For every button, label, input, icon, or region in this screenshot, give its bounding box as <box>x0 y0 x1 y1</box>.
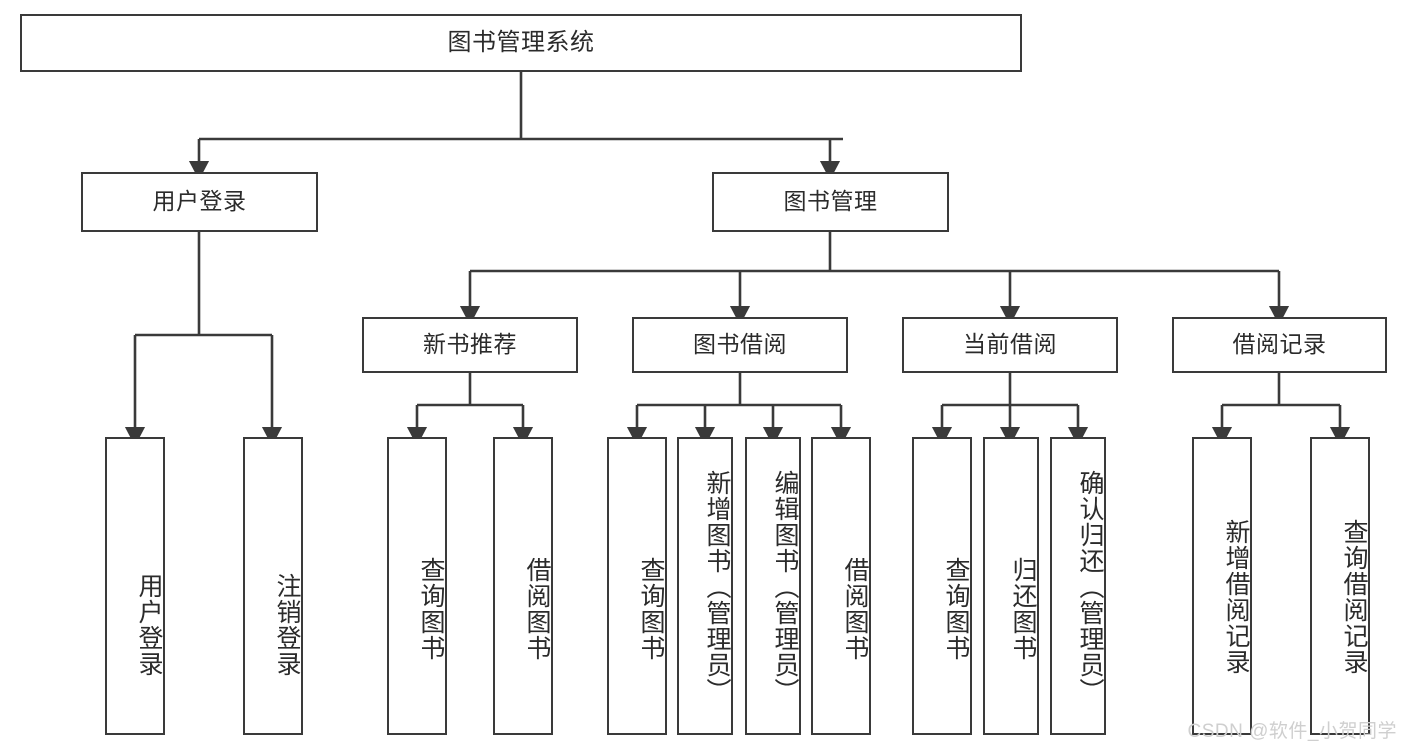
csdn-watermark: CSDN @软件_小贺同学 <box>1187 721 1397 742</box>
edges-bookborrow-to-leaves <box>626 373 852 447</box>
edges-root-to-level2 <box>188 72 843 181</box>
leaf-borrow-book-borrow[interactable]: 借阅图书 <box>811 437 871 735</box>
leaf-user-logout[interactable]: 注销登录 <box>243 437 303 735</box>
leaf-borrow-book-new[interactable]: 借阅图书 <box>493 437 553 735</box>
leaf-confirm-return-admin[interactable]: 确认归还（管理员） <box>1050 437 1106 735</box>
node-user-login[interactable]: 用户登录 <box>81 172 318 232</box>
leaf-return-book[interactable]: 归还图书 <box>983 437 1039 735</box>
leaf-query-book-borrow[interactable]: 查询图书 <box>607 437 667 735</box>
edges-currentborrow-to-leaves <box>931 373 1089 447</box>
node-book-manage[interactable]: 图书管理 <box>712 172 949 232</box>
edges-bookmanage-to-level3 <box>459 232 1290 326</box>
leaf-query-borrow-record[interactable]: 查询借阅记录 <box>1310 437 1370 735</box>
edges-borrowrecord-to-leaves <box>1211 373 1351 447</box>
leaf-query-book-new[interactable]: 查询图书 <box>387 437 447 735</box>
node-new-book-recommend[interactable]: 新书推荐 <box>362 317 578 373</box>
leaf-query-book-current[interactable]: 查询图书 <box>912 437 972 735</box>
edges-newbook-to-leaves <box>406 373 534 447</box>
leaf-edit-book-admin[interactable]: 编辑图书（管理员） <box>745 437 801 735</box>
leaf-add-book-admin[interactable]: 新增图书（管理员） <box>677 437 733 735</box>
node-current-borrow[interactable]: 当前借阅 <box>902 317 1118 373</box>
leaf-user-login[interactable]: 用户登录 <box>105 437 165 735</box>
leaf-add-borrow-record[interactable]: 新增借阅记录 <box>1192 437 1252 735</box>
edges-userlogin-to-leaves <box>124 232 283 447</box>
node-book-borrow[interactable]: 图书借阅 <box>632 317 848 373</box>
node-root-system[interactable]: 图书管理系统 <box>20 14 1022 72</box>
node-borrow-record[interactable]: 借阅记录 <box>1172 317 1387 373</box>
